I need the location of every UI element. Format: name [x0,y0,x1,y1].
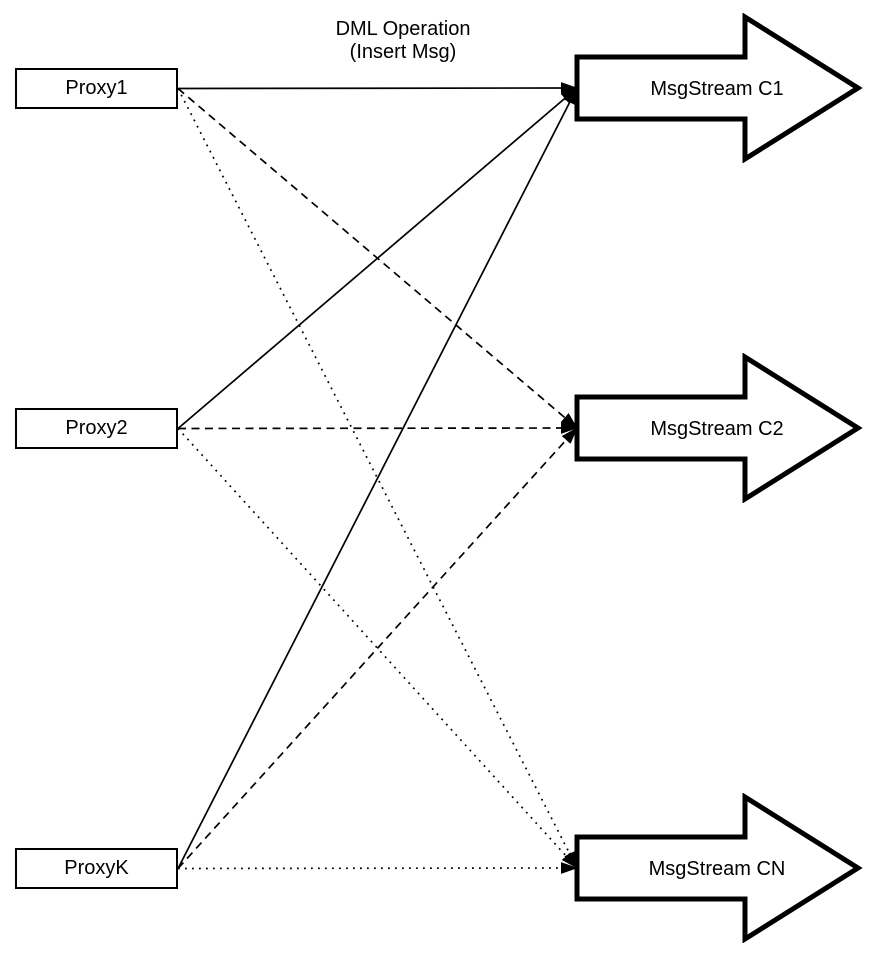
proxyk-label: ProxyK [64,857,129,879]
edge-proxy2-c2 [177,422,578,434]
node-proxy1: Proxy1 [15,68,178,109]
dml-operation-line2: (Insert Msg) [349,41,457,63]
msgstream-c2-label: MsgStream C2 [650,418,783,440]
edge-proxy2-c1 [177,87,578,430]
proxy1-label: Proxy1 [65,77,128,99]
node-proxy2: Proxy2 [15,408,178,449]
node-msgstream-cn: MsgStream CN [574,793,863,943]
dml-operation-line1: DML Operation [335,18,471,40]
node-proxyk: ProxyK [15,848,178,889]
edge-proxy1-c1 [177,82,578,94]
arrow-shape-c1 [574,13,863,163]
node-msgstream-c1: MsgStream C1 [574,13,863,163]
dml-operation-label: DML Operation (Insert Msg) [283,18,523,64]
edge-proxyk-c2 [177,427,578,870]
edge-proxyk-cn [177,862,578,874]
edge-proxy1-cn [177,88,578,869]
proxy2-label: Proxy2 [65,417,128,439]
arrow-shape-c2 [574,353,863,503]
edge-proxy2-cn [177,427,578,869]
edge-proxyk-c1 [177,87,578,869]
msgstream-cn-label: MsgStream CN [649,858,786,880]
edge-proxy1-c2 [177,87,578,429]
node-msgstream-c2: MsgStream C2 [574,353,863,503]
msgstream-c1-label: MsgStream C1 [650,78,783,100]
arrow-shape-cn [574,793,863,943]
